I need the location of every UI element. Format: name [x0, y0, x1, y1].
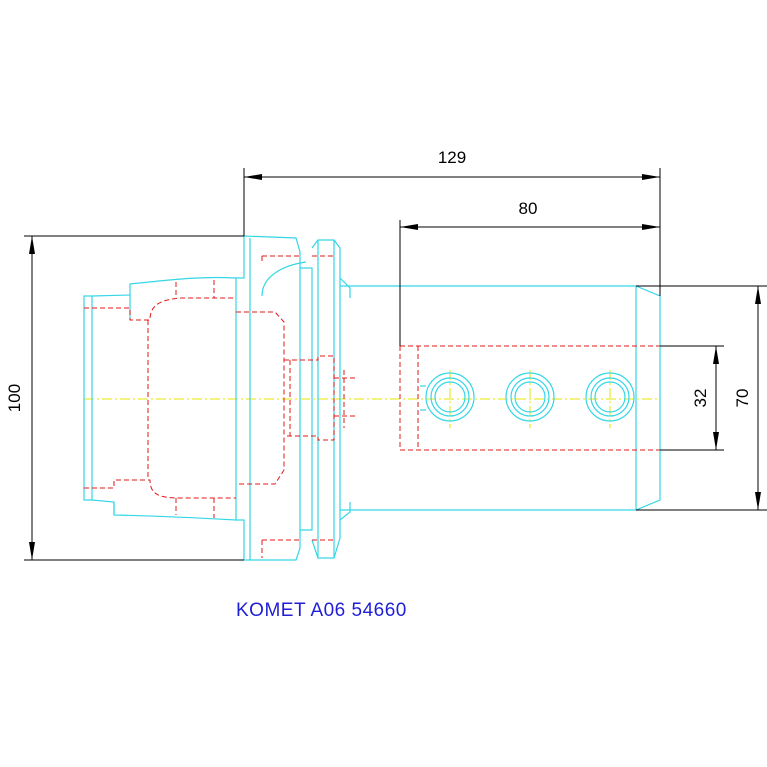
dimension-100: 100 [5, 235, 244, 561]
dimension-32: 32 [660, 345, 724, 451]
dimension-80: 80 [399, 199, 660, 346]
dimension-129: 129 [243, 148, 661, 296]
center-lines [84, 370, 660, 428]
dimension-129-text: 129 [438, 148, 466, 167]
dimension-100-text: 100 [5, 384, 24, 412]
dimension-70-text: 70 [733, 389, 752, 408]
dimension-32-text: 32 [691, 389, 710, 408]
hidden-lines [84, 255, 660, 558]
part-label: KOMET A06 54660 [236, 600, 407, 621]
dimension-70: 70 [636, 285, 767, 511]
dimension-80-text: 80 [519, 199, 538, 218]
part-outline [83, 235, 661, 561]
